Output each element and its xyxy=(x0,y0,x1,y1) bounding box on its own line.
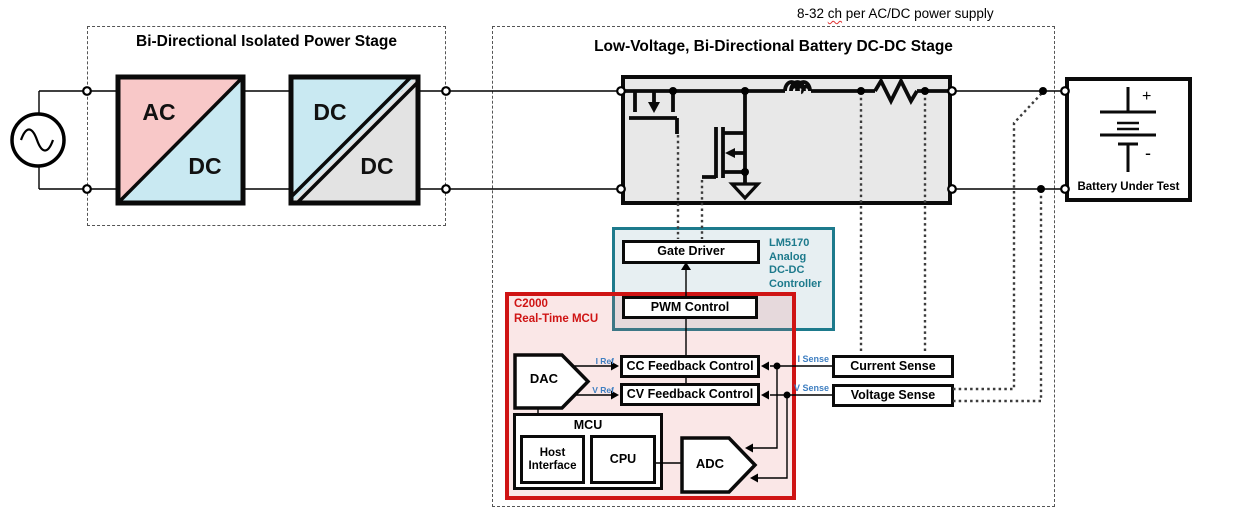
dcdc-bottom-label: DC xyxy=(360,153,394,179)
power-stage-block xyxy=(621,75,952,205)
isolated-power-stage-box xyxy=(87,26,446,226)
v-sense-label: V Sense xyxy=(793,383,829,393)
acdc-top-label: AC xyxy=(142,99,176,125)
v-ref-label: V Ref xyxy=(592,385,614,395)
stage2-title: Low-Voltage, Bi-Directional Battery DC-D… xyxy=(594,38,953,55)
current-sense-block: Current Sense xyxy=(832,355,954,378)
battery-plus-label: + xyxy=(1142,88,1152,105)
battery-minus-label: - xyxy=(1145,143,1151,163)
cv-feedback-block: CV Feedback Control xyxy=(620,383,760,406)
battery-dcdc-stage-box xyxy=(492,26,1055,507)
adc-label: ADC xyxy=(695,456,725,471)
voltage-sense-label: Voltage Sense xyxy=(850,387,936,402)
mcu-label: MCU xyxy=(573,418,603,432)
annotation-post: per AC/DC power supply xyxy=(842,6,994,21)
pwm-control-label: PWM Control xyxy=(650,299,730,314)
ac-source-icon xyxy=(10,112,66,168)
i-sense-label: I Sense xyxy=(797,354,829,364)
cc-feedback-block: CC Feedback Control xyxy=(620,355,760,378)
host-interface-block: Host Interface xyxy=(520,435,585,484)
c2000-label: C2000 Real-Time MCU xyxy=(514,298,599,325)
stage1-title: Bi-Directional Isolated Power Stage xyxy=(136,33,397,50)
battery-under-test-label: Battery Under Test xyxy=(1077,181,1180,193)
acdc-bottom-label: DC xyxy=(188,153,222,179)
pwm-control-block: PWM Control xyxy=(622,296,758,319)
cpu-block: CPU xyxy=(590,435,656,484)
gate-driver-block: Gate Driver xyxy=(622,240,760,264)
annotation-word: ch xyxy=(827,6,843,21)
channel-annotation: 8-32 ch per AC/DC power supply xyxy=(797,6,994,21)
cc-feedback-label: CC Feedback Control xyxy=(626,358,754,373)
host-interface-label: Host Interface xyxy=(528,447,577,472)
cv-feedback-label: CV Feedback Control xyxy=(626,386,754,401)
current-sense-label: Current Sense xyxy=(850,358,936,373)
voltage-sense-block: Voltage Sense xyxy=(832,384,954,407)
i-ref-label: I Ref xyxy=(595,356,614,366)
annotation-pre: 8-32 xyxy=(797,6,828,21)
lm5170-label: LM5170 Analog DC-DC Controller xyxy=(769,237,822,290)
dac-label: DAC xyxy=(529,371,559,386)
gate-driver-label: Gate Driver xyxy=(657,244,725,259)
cpu-label: CPU xyxy=(609,451,637,466)
dcdc-top-label: DC xyxy=(313,99,347,125)
